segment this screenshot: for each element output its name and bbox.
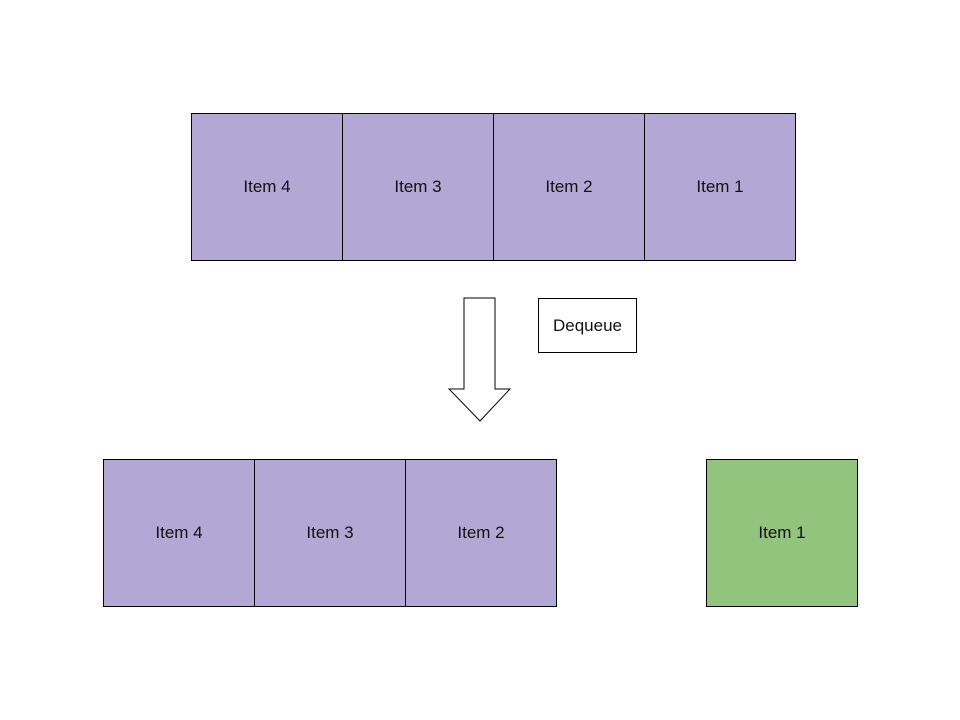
dequeue-label: Dequeue [538, 298, 637, 353]
dequeued-item: Item 1 [706, 459, 858, 607]
queue-item: Item 2 [493, 113, 645, 261]
queue-item: Item 3 [342, 113, 494, 261]
queue-before-dequeue: Item 4 Item 3 Item 2 Item 1 [191, 113, 796, 261]
queue-item: Item 1 [644, 113, 796, 261]
down-arrow-icon [448, 297, 512, 422]
queue-item: Item 3 [254, 459, 406, 607]
queue-item: Item 4 [191, 113, 343, 261]
queue-after-dequeue: Item 4 Item 3 Item 2 [103, 459, 557, 607]
queue-item: Item 2 [405, 459, 557, 607]
queue-item: Item 4 [103, 459, 255, 607]
